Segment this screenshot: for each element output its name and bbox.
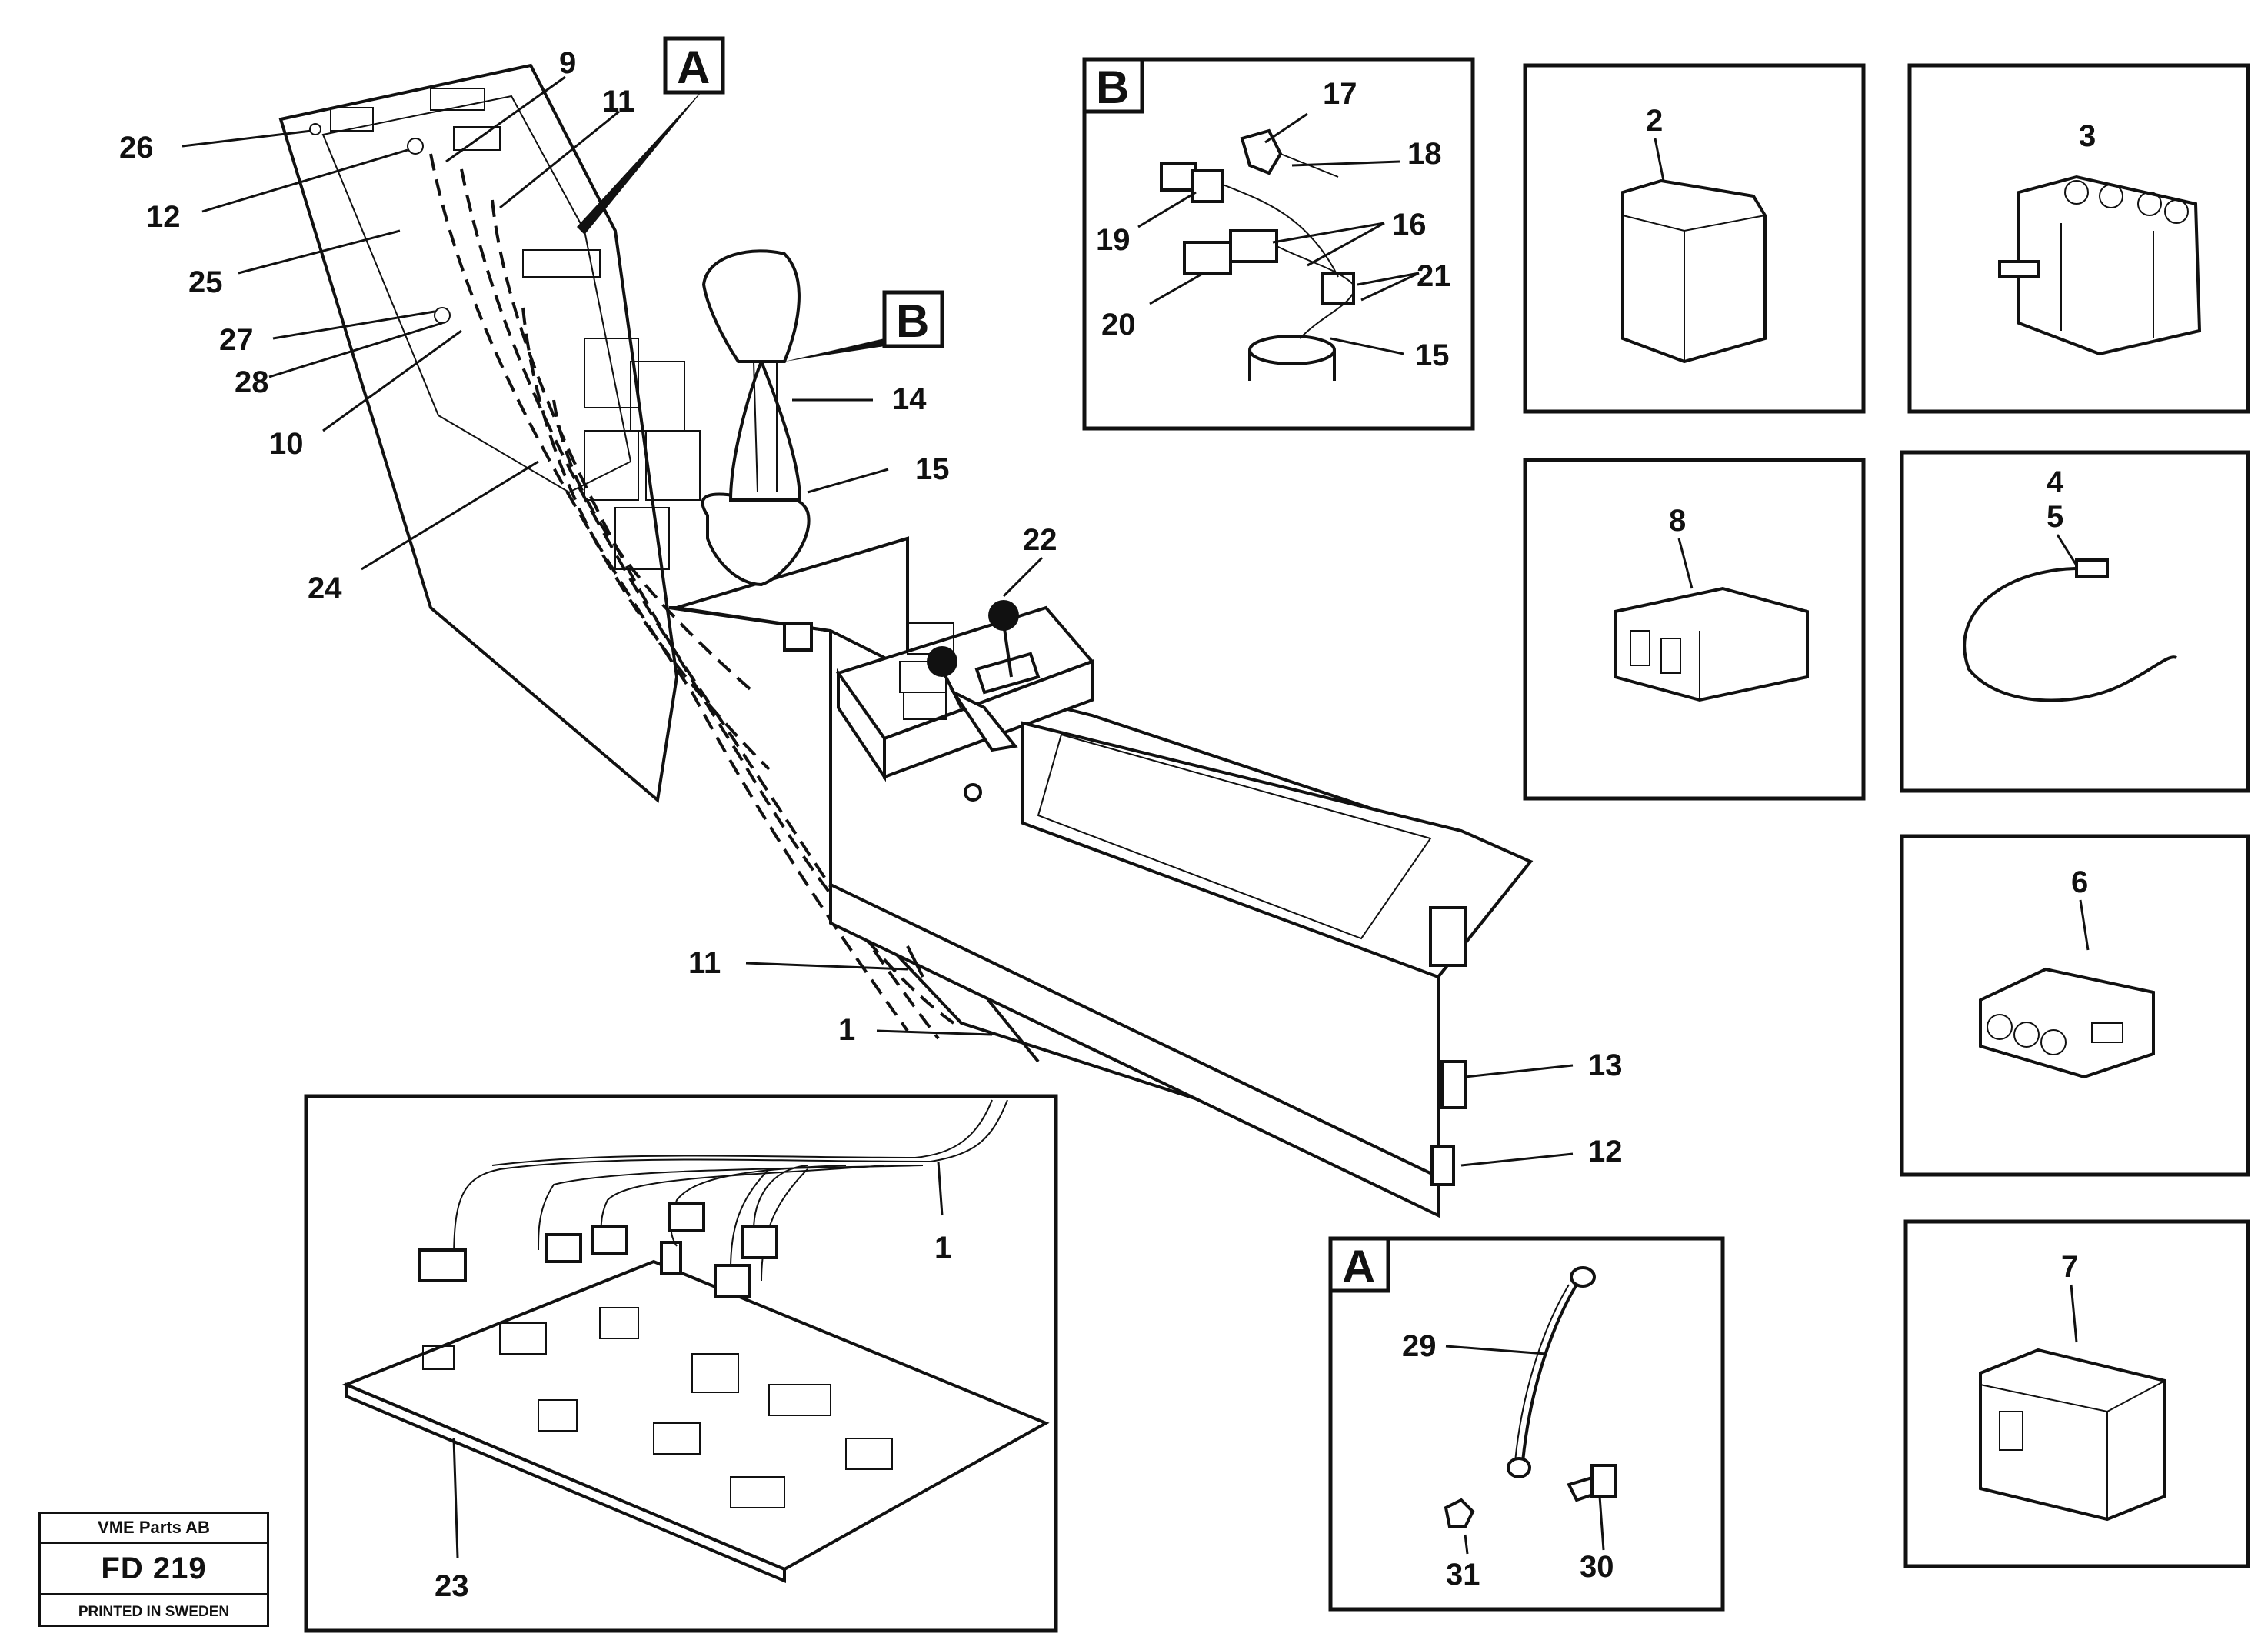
callout-16: 16 — [1392, 208, 1427, 242]
svg-text:B: B — [896, 295, 929, 347]
callout-20: 20 — [1101, 308, 1136, 342]
title-stamp: VME Parts AB FD 219 PRINTED IN SWEDEN — [38, 1512, 269, 1627]
svg-text:A: A — [677, 42, 710, 93]
circuit-board-panel: 1 23 — [304, 1094, 1058, 1633]
callout-15: 15 — [915, 452, 950, 486]
part-box-3: 3 — [1907, 63, 2250, 414]
part-box-7: 7 — [1903, 1219, 2250, 1568]
stamp-company: VME Parts AB — [41, 1514, 267, 1544]
svg-text:2: 2 — [1646, 104, 1663, 138]
callout-18: 18 — [1407, 137, 1442, 171]
main-leader-lines — [182, 75, 1574, 1167]
callout-14: 14 — [892, 382, 927, 416]
callout-19: 19 — [1096, 223, 1131, 257]
callout-10: 10 — [269, 427, 304, 461]
stamp-code: FD 219 — [41, 1544, 267, 1595]
view-tag-b-main: B — [882, 290, 944, 348]
callout-13: 13 — [1588, 1048, 1623, 1082]
part-box-4-5: 4 5 — [1900, 450, 2250, 793]
callout-11: 11 — [602, 85, 634, 118]
svg-text:7: 7 — [2061, 1250, 2078, 1284]
callout-27: 27 — [219, 323, 254, 357]
callout-30: 30 — [1580, 1550, 1614, 1584]
part-box-6: 6 — [1900, 834, 2250, 1177]
main-callouts: 26 12 25 27 28 10 24 9 11 14 15 22 11 1 … — [119, 46, 1623, 1168]
callout-12-lower: 12 — [1588, 1135, 1623, 1168]
callout-24: 24 — [308, 572, 342, 605]
part-box-8: 8 — [1523, 458, 1866, 801]
callout-21: 21 — [1417, 259, 1451, 293]
detail-b-panel: B 17 18 16 19 20 21 15 — [1082, 57, 1475, 431]
svg-text:3: 3 — [2079, 119, 2096, 153]
callout-26: 26 — [119, 131, 154, 165]
callout-11-lower: 11 — [688, 946, 721, 980]
svg-text:8: 8 — [1669, 504, 1686, 538]
callout-22: 22 — [1023, 523, 1057, 557]
callout-25: 25 — [188, 265, 223, 299]
callout-1-board: 1 — [934, 1231, 951, 1265]
stamp-printed: PRINTED IN SWEDEN — [78, 1604, 230, 1620]
detail-a-tag: A — [1342, 1241, 1375, 1292]
callout-31: 31 — [1446, 1558, 1480, 1592]
callout-17: 17 — [1323, 77, 1357, 111]
callout-28: 28 — [235, 365, 269, 399]
svg-text:5: 5 — [2047, 500, 2063, 534]
callout-29: 29 — [1402, 1329, 1437, 1363]
callout-1: 1 — [838, 1013, 855, 1047]
svg-text:6: 6 — [2071, 865, 2088, 899]
svg-text:4: 4 — [2047, 465, 2064, 499]
callout-15-detail: 15 — [1415, 338, 1450, 372]
view-tag-a-main: A — [663, 36, 725, 95]
callout-9: 9 — [559, 46, 576, 80]
part-box-2: 2 — [1523, 63, 1866, 414]
callout-12: 12 — [146, 200, 181, 234]
detail-a-panel: A 29 30 31 — [1328, 1236, 1725, 1612]
instrument-panel — [278, 63, 955, 1040]
detail-b-tag: B — [1096, 62, 1129, 113]
operator-console — [668, 249, 1534, 1218]
callout-23: 23 — [435, 1569, 469, 1603]
